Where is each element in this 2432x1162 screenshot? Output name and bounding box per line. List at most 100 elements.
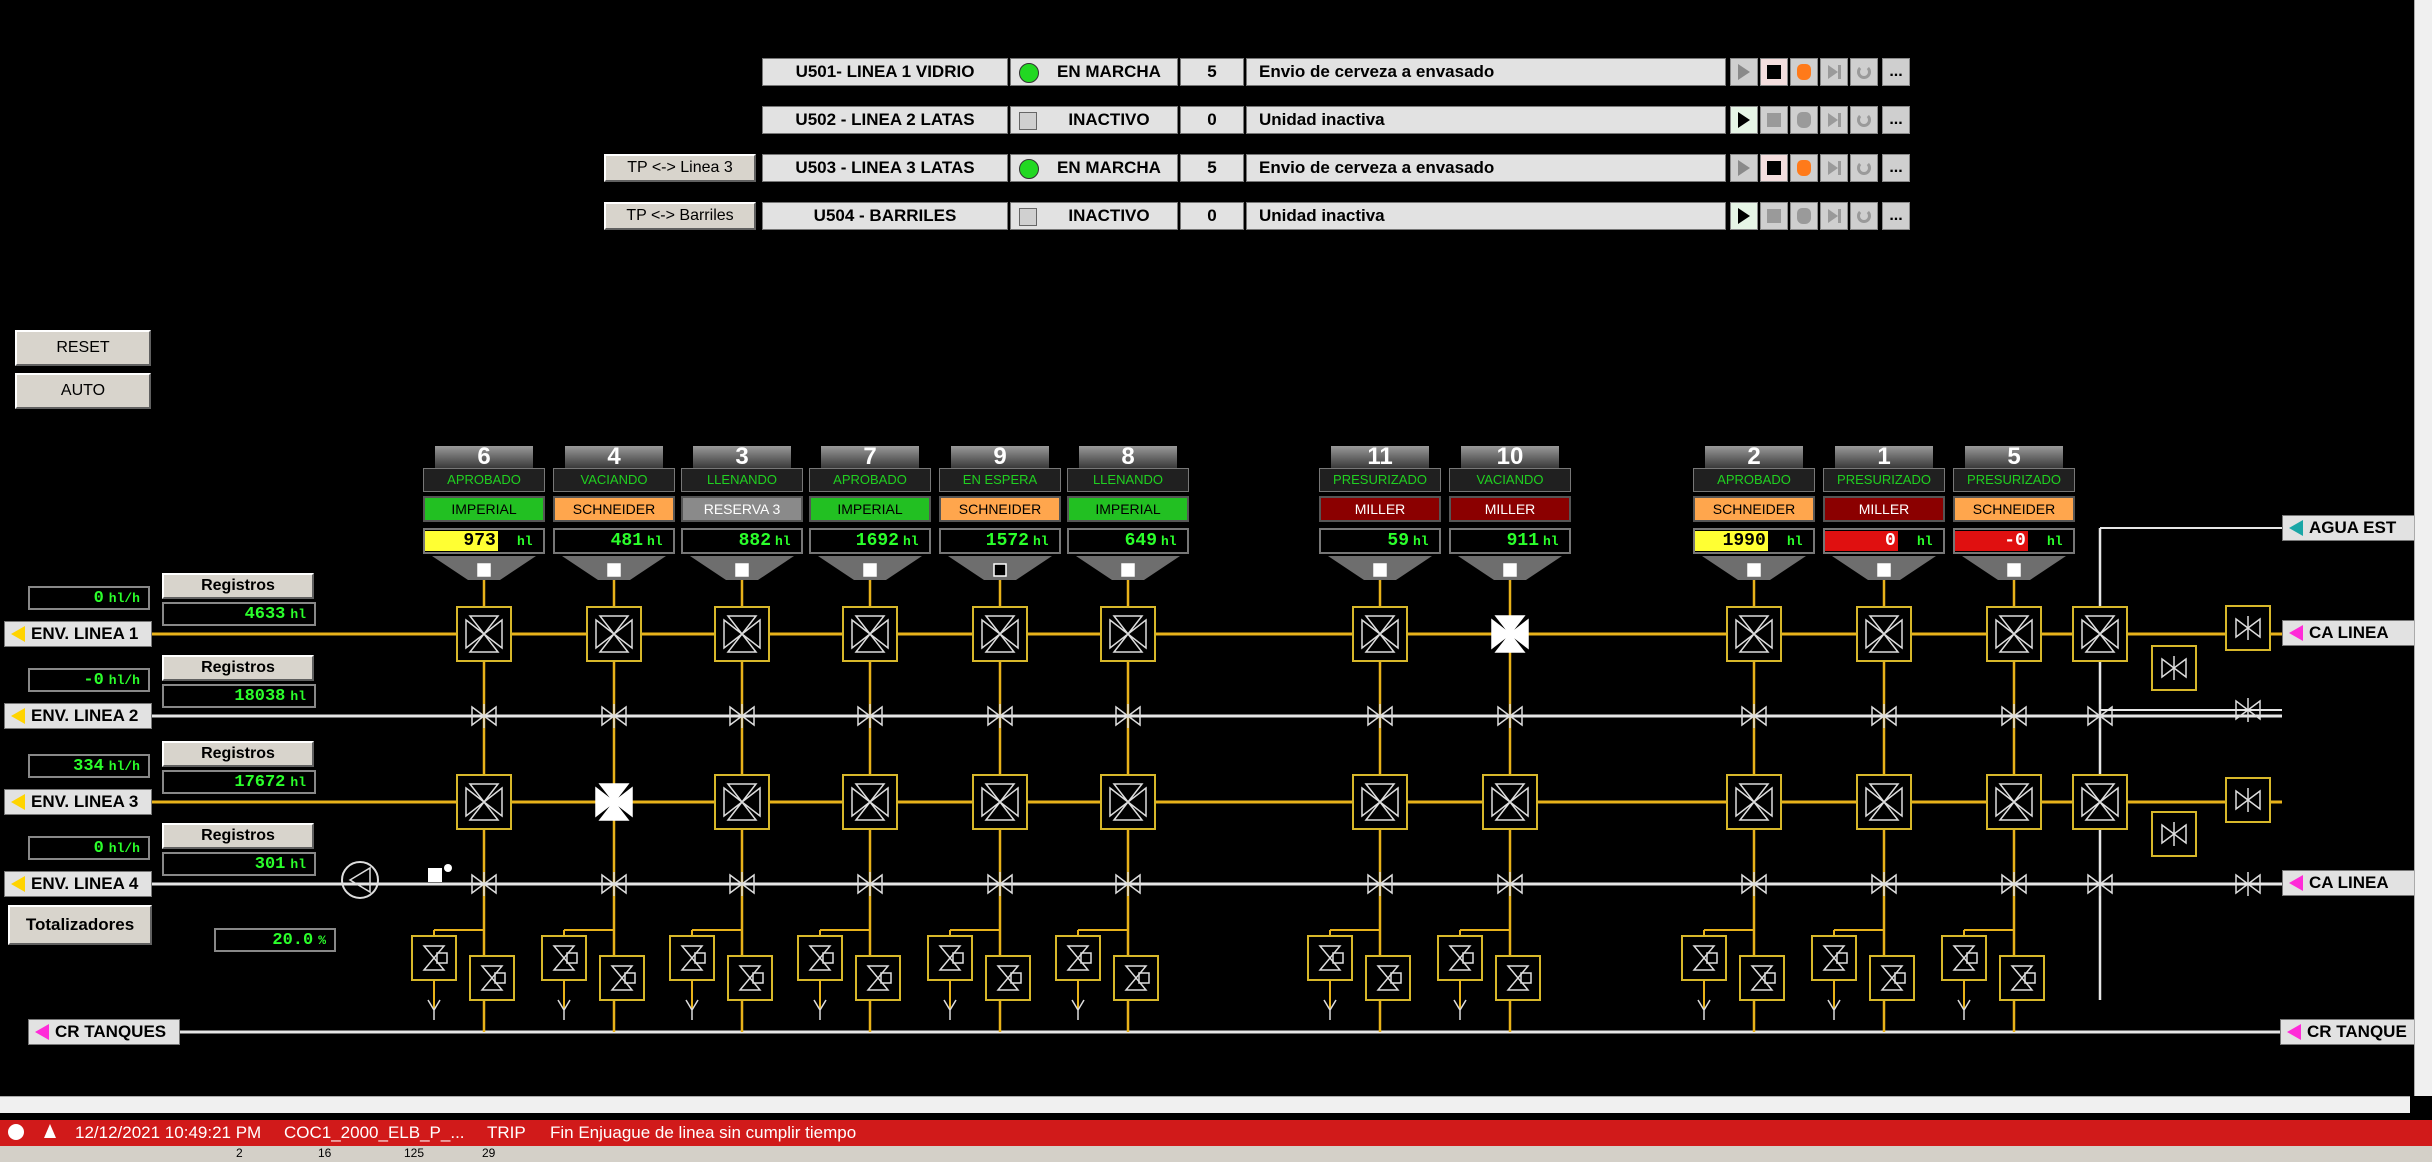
registros-button-4[interactable]: Registros — [162, 823, 314, 849]
alarm-bar[interactable]: 12/12/2021 10:49:21 PM COC1_2000_ELB_P_.… — [0, 1120, 2432, 1146]
env-linea-3-label[interactable]: ENV. LINEA 3 — [4, 789, 152, 815]
tank-volume-unit: hl — [1033, 533, 1049, 549]
tank-volume-value: 1692 — [855, 531, 899, 551]
agua-est-label[interactable]: AGUA EST — [2282, 515, 2420, 541]
tank-volume-value: 59 — [1387, 531, 1409, 551]
reset-icon[interactable] — [1850, 154, 1878, 182]
tank-volume-unit: hl — [517, 533, 533, 549]
tank-number-7[interactable]: 7 — [821, 445, 919, 469]
status-count-c: 125 — [404, 1146, 425, 1160]
tp-button-3[interactable]: TP <-> Linea 3 — [604, 154, 756, 182]
auto-button[interactable]: AUTO — [15, 373, 151, 409]
tank-number-5[interactable]: 5 — [1965, 445, 2063, 469]
reset-icon[interactable] — [1850, 58, 1878, 86]
tank-volume-value: 973 — [425, 531, 498, 551]
unit-count-1: 5 — [1180, 58, 1244, 86]
line-label-text: ENV. LINEA 1 — [31, 624, 139, 643]
ca-linea-label-1[interactable]: CA LINEA — [2282, 620, 2420, 646]
unit-name-1: U501- LINEA 1 VIDRIO — [762, 58, 1008, 86]
step-icon[interactable] — [1820, 202, 1848, 230]
ca-linea-label-2[interactable]: CA LINEA — [2282, 870, 2420, 896]
tank-product-6: IMPERIAL — [423, 496, 545, 522]
arrow-left-icon — [11, 626, 25, 642]
tank-product-9: SCHNEIDER — [939, 496, 1061, 522]
arrow-left-icon — [11, 708, 25, 724]
unit-state-1: EN MARCHA — [1010, 58, 1178, 86]
tank-state-5: PRESURIZADO — [1953, 468, 2075, 492]
tank-state-2: APROBADO — [1693, 468, 1815, 492]
env-linea-1-label[interactable]: ENV. LINEA 1 — [4, 621, 152, 647]
more-button-1[interactable]: ... — [1882, 58, 1910, 86]
reset-icon[interactable] — [1850, 202, 1878, 230]
tank-product-5: SCHNEIDER — [1953, 496, 2075, 522]
tank-number-3[interactable]: 3 — [693, 445, 791, 469]
running-indicator-icon — [1019, 63, 1039, 83]
play-icon[interactable] — [1730, 154, 1758, 182]
registros-button-1[interactable]: Registros — [162, 573, 314, 599]
alarm-tag: COC1_2000_ELB_P_... — [284, 1123, 465, 1142]
stop-icon[interactable] — [1760, 58, 1788, 86]
unit-message-3: Envio de cerveza a envasado — [1246, 154, 1726, 182]
hold-icon[interactable] — [1790, 58, 1818, 86]
inactive-indicator-icon — [1019, 112, 1037, 130]
unit-name-3: U503 - LINEA 3 LATAS — [762, 154, 1008, 182]
more-button-3[interactable]: ... — [1882, 154, 1910, 182]
tank-volume-unit: hl — [903, 533, 919, 549]
tank-number-8[interactable]: 8 — [1079, 445, 1177, 469]
hold-icon[interactable] — [1790, 106, 1818, 134]
tank-volume-unit: hl — [1413, 533, 1429, 549]
tp-button-4[interactable]: TP <-> Barriles — [604, 202, 756, 230]
registros-button-2[interactable]: Registros — [162, 655, 314, 681]
stop-icon[interactable] — [1760, 154, 1788, 182]
tank-volume-unit: hl — [1543, 533, 1559, 549]
tank-volume-6: 973 hl — [423, 528, 545, 554]
horizontal-scrollbar[interactable] — [0, 1096, 2410, 1113]
play-icon[interactable] — [1730, 58, 1758, 86]
tank-product-10: MILLER — [1449, 496, 1571, 522]
tank-number-2[interactable]: 2 — [1705, 445, 1803, 469]
status-bar: 2 16 125 29 — [0, 1146, 2432, 1162]
tank-number-10[interactable]: 10 — [1461, 445, 1559, 469]
tank-product-1: MILLER — [1823, 496, 1945, 522]
tank-number-4[interactable]: 4 — [565, 445, 663, 469]
tank-number-1[interactable]: 1 — [1835, 445, 1933, 469]
unit-message-2: Unidad inactiva — [1246, 106, 1726, 134]
registros-button-3[interactable]: Registros — [162, 741, 314, 767]
unit-count-2: 0 — [1180, 106, 1244, 134]
play-icon[interactable] — [1730, 106, 1758, 134]
cr-tanques-left[interactable]: CR TANQUES — [28, 1019, 180, 1045]
vertical-scrollbar[interactable] — [2414, 0, 2432, 1096]
step-icon[interactable] — [1820, 154, 1848, 182]
totalizadores-button[interactable]: Totalizadores — [8, 905, 152, 945]
more-button-2[interactable]: ... — [1882, 106, 1910, 134]
tank-number-11[interactable]: 11 — [1331, 445, 1429, 469]
tank-volume-unit: hl — [1161, 533, 1177, 549]
env-linea-4-label[interactable]: ENV. LINEA 4 — [4, 871, 152, 897]
cr-tanque-right[interactable]: CR TANQUE — [2280, 1019, 2420, 1045]
step-icon[interactable] — [1820, 58, 1848, 86]
tank-volume-unit: hl — [1787, 533, 1803, 549]
reset-icon[interactable] — [1850, 106, 1878, 134]
pipe-network — [150, 527, 2282, 1034]
play-icon[interactable] — [1730, 202, 1758, 230]
env-linea-2-label[interactable]: ENV. LINEA 2 — [4, 703, 152, 729]
hold-icon[interactable] — [1790, 154, 1818, 182]
unit-state-text: EN MARCHA — [1057, 62, 1161, 81]
more-button-4[interactable]: ... — [1882, 202, 1910, 230]
stop-icon[interactable] — [1760, 106, 1788, 134]
alarm-datetime: 12/12/2021 10:49:21 PM — [75, 1123, 262, 1142]
tank-number-6[interactable]: 6 — [435, 445, 533, 469]
stop-icon[interactable] — [1760, 202, 1788, 230]
reset-button[interactable]: RESET — [15, 330, 151, 366]
hold-icon[interactable] — [1790, 202, 1818, 230]
tank-number-9[interactable]: 9 — [951, 445, 1049, 469]
alarm-type: TRIP — [487, 1123, 526, 1142]
step-icon[interactable] — [1820, 106, 1848, 134]
status-count-d: 29 — [482, 1146, 496, 1160]
